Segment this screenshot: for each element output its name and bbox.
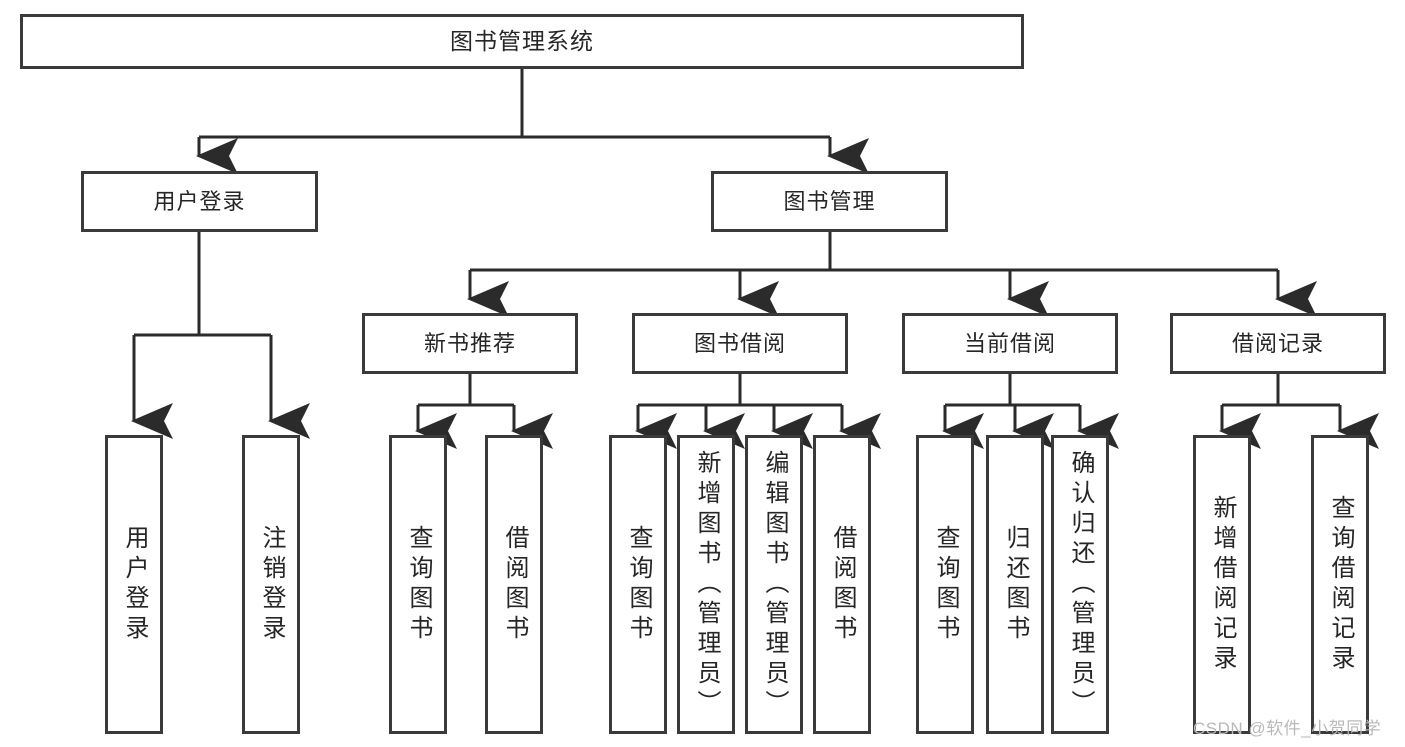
leaf-borrow-book-label: 借阅图书	[829, 524, 856, 645]
leaf-query-borrow-record[interactable]: 查询借阅记录	[1311, 435, 1369, 734]
leaf-confirm-return-admin-label: 确认归还（管理员）	[1067, 449, 1094, 720]
node-user-login-label: 用户登录	[153, 188, 246, 214]
leaf-borrow-book-recommend[interactable]: 借阅图书	[485, 435, 543, 734]
leaf-edit-book-admin[interactable]: 编辑图书（管理员）	[745, 435, 803, 734]
leaf-user-login[interactable]: 用户登录	[105, 435, 163, 734]
leaf-edit-book-admin-label: 编辑图书（管理员）	[761, 449, 788, 720]
leaf-return-book[interactable]: 归还图书	[986, 435, 1044, 734]
node-current-borrow[interactable]: 当前借阅	[902, 313, 1118, 374]
leaf-borrow-book[interactable]: 借阅图书	[813, 435, 871, 734]
node-borrow-record-label: 借阅记录	[1231, 330, 1324, 356]
node-current-borrow-label: 当前借阅	[963, 330, 1056, 356]
leaf-confirm-return-admin[interactable]: 确认归还（管理员）	[1051, 435, 1109, 734]
leaf-return-book-label: 归还图书	[1002, 524, 1029, 645]
leaf-add-book-admin[interactable]: 新增图书（管理员）	[677, 435, 735, 734]
node-book-borrow[interactable]: 图书借阅	[632, 313, 848, 374]
node-new-book-recommend[interactable]: 新书推荐	[362, 313, 578, 374]
node-user-login[interactable]: 用户登录	[81, 171, 318, 232]
leaf-user-login-label: 用户登录	[121, 524, 148, 645]
node-book-borrow-label: 图书借阅	[693, 330, 786, 356]
leaf-query-book-current[interactable]: 查询图书	[916, 435, 974, 734]
leaf-logout[interactable]: 注销登录	[242, 435, 300, 734]
node-borrow-record[interactable]: 借阅记录	[1170, 313, 1386, 374]
leaf-query-borrow-record-label: 查询借阅记录	[1327, 494, 1354, 675]
node-root[interactable]: 图书管理系统	[20, 14, 1024, 69]
node-root-label: 图书管理系统	[450, 27, 594, 54]
csdn-watermark: CSDN @软件_小贺同学	[1193, 719, 1382, 738]
leaf-add-borrow-record-label: 新增借阅记录	[1209, 494, 1236, 675]
node-new-book-recommend-label: 新书推荐	[423, 330, 516, 356]
leaf-logout-label: 注销登录	[258, 524, 285, 645]
leaf-query-book-recommend-label: 查询图书	[405, 524, 432, 645]
leaf-query-book-recommend[interactable]: 查询图书	[389, 435, 447, 734]
leaf-query-book-borrow-label: 查询图书	[625, 524, 652, 645]
node-book-management[interactable]: 图书管理	[711, 171, 948, 232]
node-book-management-label: 图书管理	[783, 188, 876, 214]
leaf-add-book-admin-label: 新增图书（管理员）	[693, 449, 720, 720]
leaf-query-book-current-label: 查询图书	[932, 524, 959, 645]
leaf-add-borrow-record[interactable]: 新增借阅记录	[1193, 435, 1251, 734]
leaf-query-book-borrow[interactable]: 查询图书	[609, 435, 667, 734]
leaf-borrow-book-recommend-label: 借阅图书	[501, 524, 528, 645]
